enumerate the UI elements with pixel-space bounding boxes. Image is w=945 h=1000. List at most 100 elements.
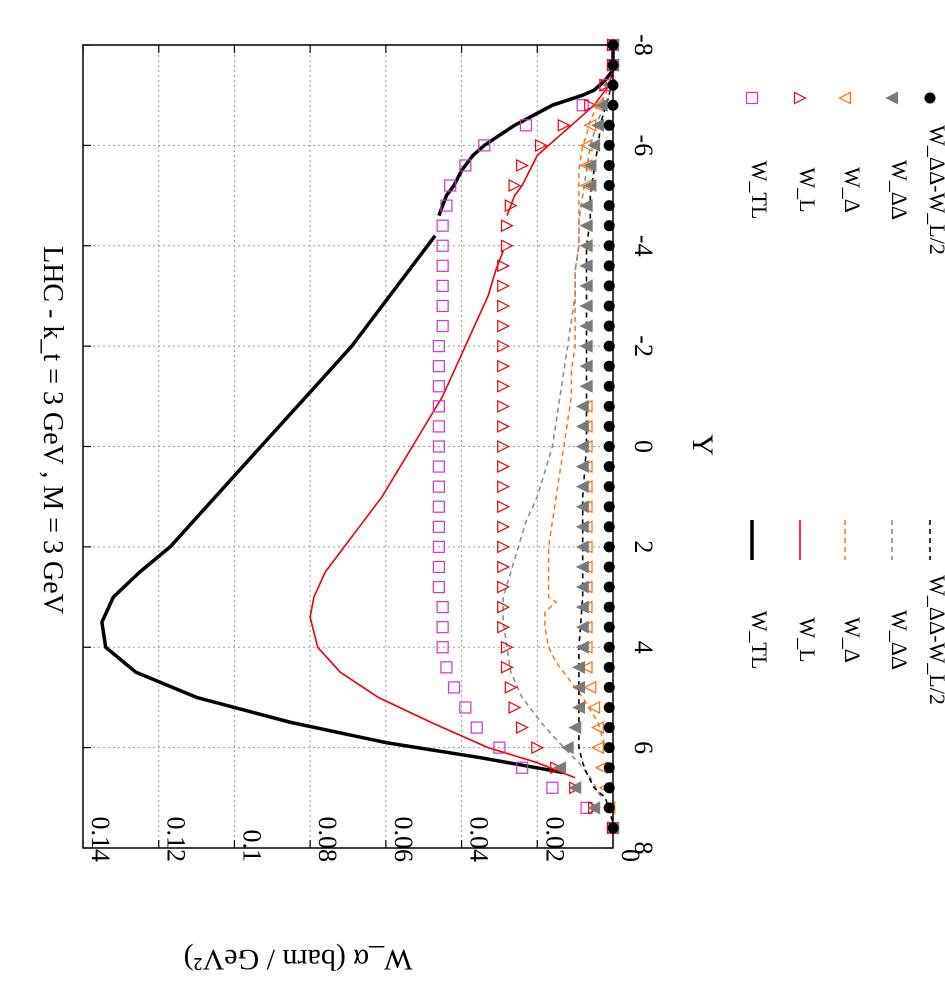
x-tick-label: 8 [629,842,658,855]
data-point-1 [497,419,511,433]
data-point-1 [497,540,511,554]
legend-marker-sample [885,91,899,105]
data-point-1 [508,179,522,192]
data-point-3 [575,620,589,634]
data-point-1 [497,319,511,333]
y-tick-label: 0.06 [389,817,418,863]
data-point-3 [594,98,608,112]
data-point-0 [436,239,449,252]
data-point-4 [603,581,615,593]
data-point-4 [603,119,615,131]
y-axis-label: W_α (barn / GeV²) [184,943,413,976]
data-point-0 [436,299,449,313]
data-point-1 [497,399,511,413]
data-point-3 [579,259,593,273]
y-tick-label: 0.14 [86,817,115,863]
tick-layer: -8-6-4-20246800.020.040.060.080.10.120.1… [82,34,658,863]
data-point-3 [579,219,593,233]
data-point-1 [497,560,511,574]
data-point-0 [432,380,445,393]
legend-marker-label: W_Δ [840,167,865,213]
legend-line-label: W_ΔΔ [887,610,912,670]
data-point-1 [497,480,511,494]
data-point-3 [575,520,589,534]
data-point-0 [432,520,445,533]
data-point-0 [436,600,449,614]
legend-marker-label: W_TL [747,161,772,220]
data-point-4 [603,280,615,292]
series-layer [100,38,620,835]
data-point-1 [497,259,511,273]
data-point-3 [575,600,589,614]
data-point-3 [583,158,597,172]
data-point-3 [572,701,586,714]
data-point-0 [432,360,445,373]
legend-marker-sample [745,91,759,105]
data-point-1 [497,620,511,634]
x-tick-label: -2 [629,335,658,357]
data-point-3 [575,580,589,594]
data-point-0 [436,641,449,654]
data-point-4 [603,681,615,693]
x-axis-label: Y [686,434,719,456]
data-point-1 [497,339,511,353]
data-point-2 [579,660,593,674]
data-point-4 [603,300,615,312]
data-point-1 [497,359,511,373]
y-tick-label: 0.08 [313,817,342,863]
data-point-1 [497,460,511,474]
data-point-0 [546,781,559,794]
data-point-3 [583,179,597,192]
data-point-0 [436,219,449,232]
data-point-0 [447,681,461,694]
data-point-0 [432,540,445,553]
data-point-3 [575,500,589,514]
data-point-3 [575,540,589,554]
x-tick-label: -8 [629,34,658,56]
legend-marker-label: W_ΔΔ [887,160,912,220]
data-point-0 [444,179,457,192]
data-point-0 [519,119,533,132]
data-point-0 [493,741,506,754]
data-point-3 [560,741,574,755]
data-point-1 [497,440,511,453]
data-point-3 [575,440,589,453]
data-point-4 [603,521,615,533]
series-line-0 [100,234,565,775]
data-point-1 [497,600,511,614]
data-point-0 [576,99,589,112]
data-point-2 [591,741,604,755]
data-point-1 [516,158,529,172]
legend-marker-sample [924,92,936,104]
data-point-0 [436,259,449,272]
data-point-4 [603,320,615,332]
data-point-1 [508,701,522,714]
data-point-0 [432,480,445,493]
data-point-0 [432,500,445,513]
y-tick-label: 0.12 [162,817,191,863]
data-point-4 [603,762,615,774]
data-point-4 [603,260,615,272]
x-tick-label: 0 [629,440,658,453]
series-line-1 [309,250,576,779]
data-point-1 [497,500,511,514]
data-point-0 [432,420,445,433]
data-point-4 [603,400,615,412]
data-point-0 [432,460,445,473]
data-point-3 [575,460,589,474]
data-point-1 [497,379,511,393]
data-point-3 [572,680,586,694]
data-point-0 [440,661,453,674]
data-point-1 [504,199,518,213]
series-line-2 [544,45,614,748]
legend-line-label: W_TL [747,611,772,670]
legend-line-label: W_L [795,617,820,662]
data-point-0 [459,701,472,714]
data-point-0 [470,721,483,734]
data-point-3 [579,359,593,373]
data-point-0 [432,560,445,574]
data-point-2 [583,680,597,694]
data-point-0 [436,319,449,333]
data-point-3 [572,660,586,674]
legend-line-label: W_Δ [840,617,865,663]
